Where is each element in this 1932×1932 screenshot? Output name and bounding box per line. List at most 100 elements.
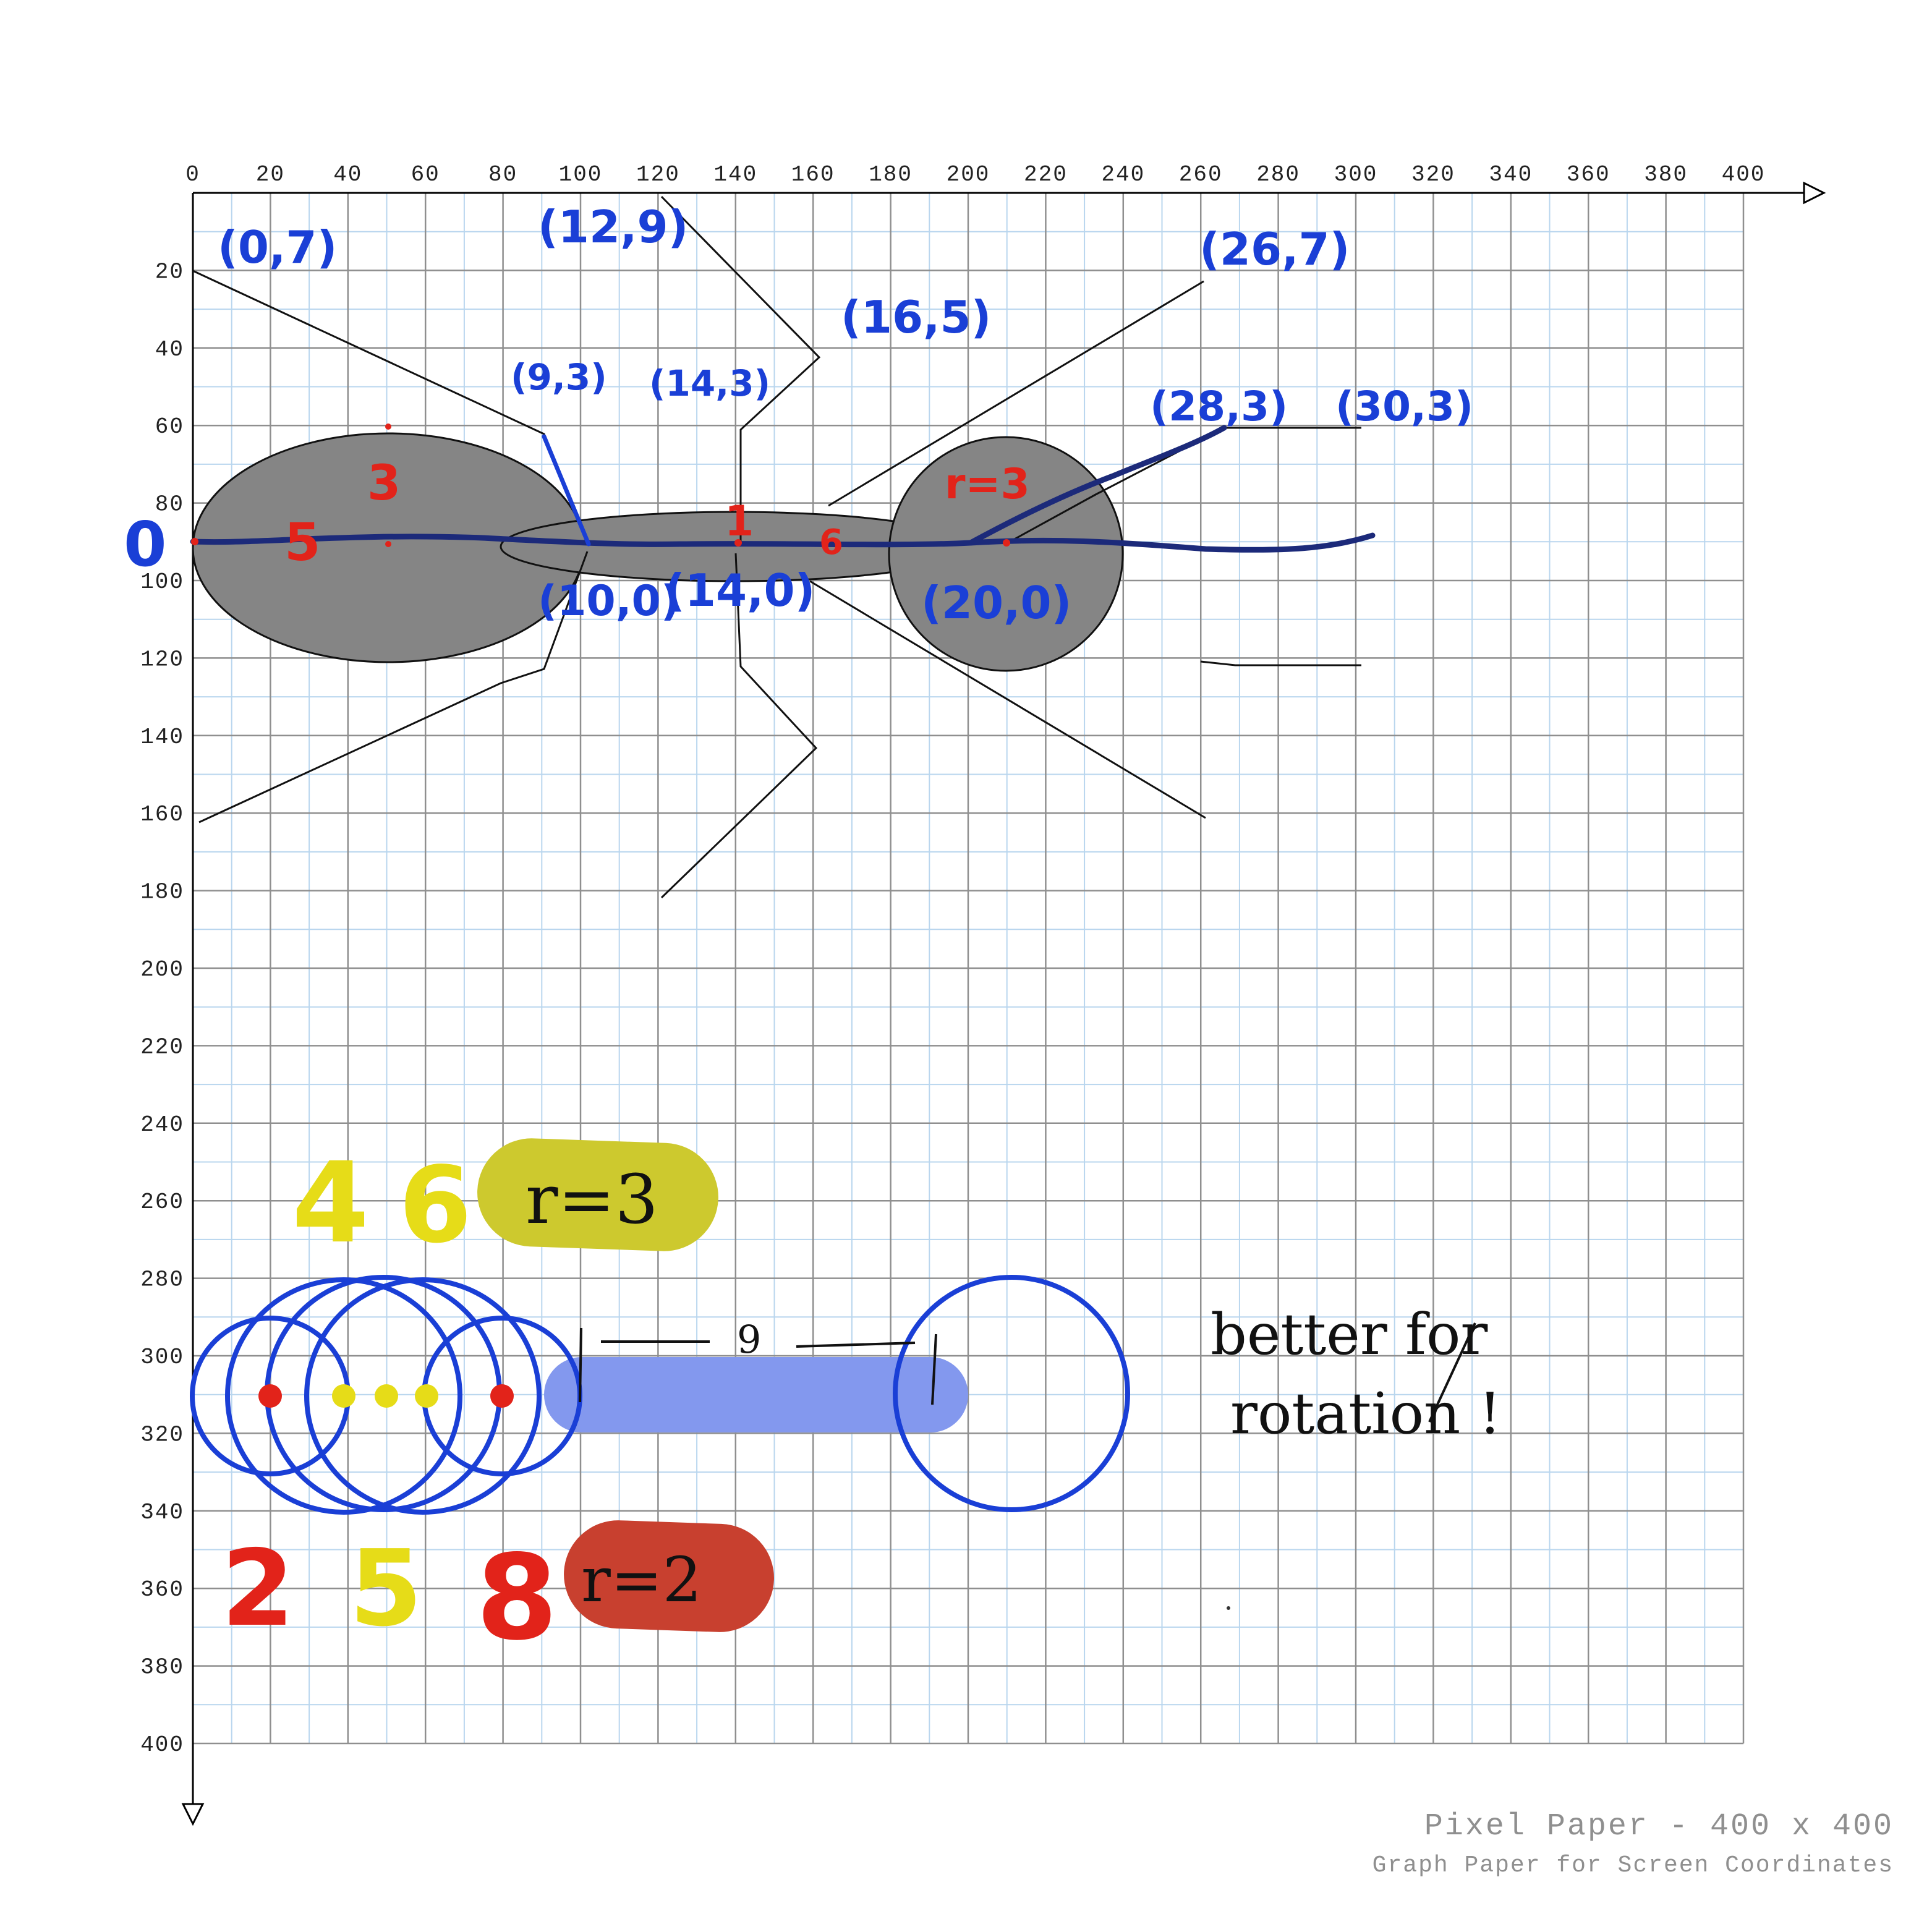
yellow-center-dot	[332, 1384, 355, 1408]
y-tick-label: 220	[140, 1034, 184, 1060]
dimension-tick	[579, 1327, 582, 1403]
coord-label: (26,7)	[1199, 223, 1350, 275]
x-tick-label: 380	[1644, 162, 1688, 187]
y-tick-label: 380	[140, 1655, 184, 1680]
coord-label: (28,3)	[1150, 383, 1288, 430]
y-tick-label: 360	[140, 1577, 184, 1602]
coordinate-labels: (0,7) (12,9) (16,5) (26,7) (9,3) (14,3) …	[124, 201, 1473, 629]
y-tick-label: 100	[140, 569, 184, 595]
x-tick-label: 0	[185, 162, 200, 187]
coord-label: (14,0)	[665, 564, 815, 616]
x-tick-label: 260	[1179, 162, 1223, 187]
coord-label: (20,0)	[921, 577, 1071, 629]
y-tick-label: 280	[140, 1267, 184, 1293]
pill-label-r2: r=2	[581, 1544, 702, 1616]
x-tick-label: 280	[1256, 162, 1300, 187]
y-tick-label: 320	[140, 1422, 184, 1447]
y-tick-label: 160	[140, 802, 184, 827]
red-dot	[1003, 539, 1010, 547]
origin-label: 0	[124, 508, 167, 581]
blue-circle	[304, 1277, 542, 1515]
x-tick-label: 20	[256, 162, 285, 187]
yellow-label-4: 4	[292, 1139, 369, 1268]
yellow-label-5: 5	[349, 1528, 422, 1650]
note-line-1: better for	[1211, 1301, 1487, 1368]
pill-background	[477, 1138, 718, 1251]
y-tick-label: 400	[140, 1732, 184, 1758]
navy-spine	[190, 425, 1376, 553]
y-tick-label: 140	[140, 725, 184, 750]
leg-line	[1200, 660, 1361, 666]
red-label-2: 2	[221, 1528, 294, 1650]
coord-label: (0,7)	[218, 221, 337, 273]
paper-subtitle: Graph Paper for Screen Coordinates	[1372, 1852, 1894, 1879]
coord-label: (14,3)	[649, 362, 770, 404]
axes	[181, 181, 1826, 1826]
x-tick-label: 320	[1411, 162, 1455, 187]
y-axis-arrow-icon	[181, 1803, 205, 1826]
leg-line	[828, 280, 1204, 507]
dimension-label-9: 9	[737, 1317, 761, 1362]
red-dot	[734, 539, 742, 547]
red-dot	[385, 541, 391, 547]
red-label-5: 5	[284, 512, 320, 572]
x-tick-label: 80	[488, 162, 517, 187]
dimension-line	[796, 1342, 916, 1348]
coord-label: (9,3)	[511, 356, 607, 398]
circle-center-dots	[258, 1384, 514, 1408]
x-axis-arrow-icon	[1803, 181, 1826, 205]
yellow-label-6: 6	[399, 1144, 472, 1267]
dimension-marker	[579, 1327, 937, 1405]
x-tick-label: 40	[333, 162, 362, 187]
x-tick-label: 240	[1101, 162, 1145, 187]
y-tick-label: 60	[155, 414, 184, 440]
coord-label: (16,5)	[841, 291, 991, 343]
periwinkle-bar	[544, 1357, 968, 1432]
x-tick-label: 160	[791, 162, 835, 187]
x-tick-label: 400	[1722, 162, 1766, 187]
red-label-1: 1	[725, 497, 754, 546]
pill-label-r3: r=3	[526, 1160, 658, 1239]
red-label-6: 6	[819, 522, 843, 563]
leg-line	[660, 195, 821, 543]
coord-label: (30,3)	[1335, 383, 1473, 430]
coord-label: (12,9)	[538, 201, 688, 253]
y-tick-label: 120	[140, 647, 184, 672]
y-tick-label: 200	[140, 957, 184, 982]
pill-background	[564, 1520, 774, 1632]
yellow-center-dot	[375, 1384, 398, 1408]
x-tick-label: 200	[947, 162, 990, 187]
red-annotations: 3 5 1 6 r=3	[284, 456, 1030, 572]
dimension-tick	[931, 1334, 937, 1405]
y-tick-label: 300	[140, 1345, 184, 1370]
spine-branch	[968, 425, 1227, 546]
yellow-center-dot	[415, 1384, 438, 1408]
leg-line	[198, 551, 589, 823]
spine-curve	[190, 532, 1376, 553]
coord-label: (10,0)	[538, 577, 680, 626]
stray-dot	[1227, 1606, 1230, 1610]
x-tick-label: 120	[636, 162, 680, 187]
blue-circle	[225, 1277, 462, 1515]
x-tick-label: 360	[1567, 162, 1611, 187]
paper-title: Pixel Paper - 400 x 400	[1424, 1809, 1894, 1844]
red-dot	[385, 423, 391, 430]
y-tick-label: 260	[140, 1189, 184, 1215]
x-tick-label: 100	[559, 162, 603, 187]
red-marks	[191, 423, 1010, 547]
leg-line	[809, 580, 1206, 819]
note-slash	[1428, 1322, 1476, 1423]
pill-brick: r=2	[564, 1520, 774, 1632]
x-tick-label: 220	[1024, 162, 1068, 187]
y-tick-label: 20	[155, 259, 184, 284]
red-label-8: 8	[476, 1530, 558, 1666]
x-tick-label: 300	[1334, 162, 1378, 187]
blue-circle	[893, 1275, 1130, 1512]
lower-labels: 4 6 2 5 8	[221, 1139, 558, 1666]
note-line-2: rotation !	[1230, 1381, 1501, 1447]
red-label-3: 3	[367, 456, 401, 511]
leg-line	[660, 553, 818, 899]
x-tick-label: 60	[411, 162, 440, 187]
